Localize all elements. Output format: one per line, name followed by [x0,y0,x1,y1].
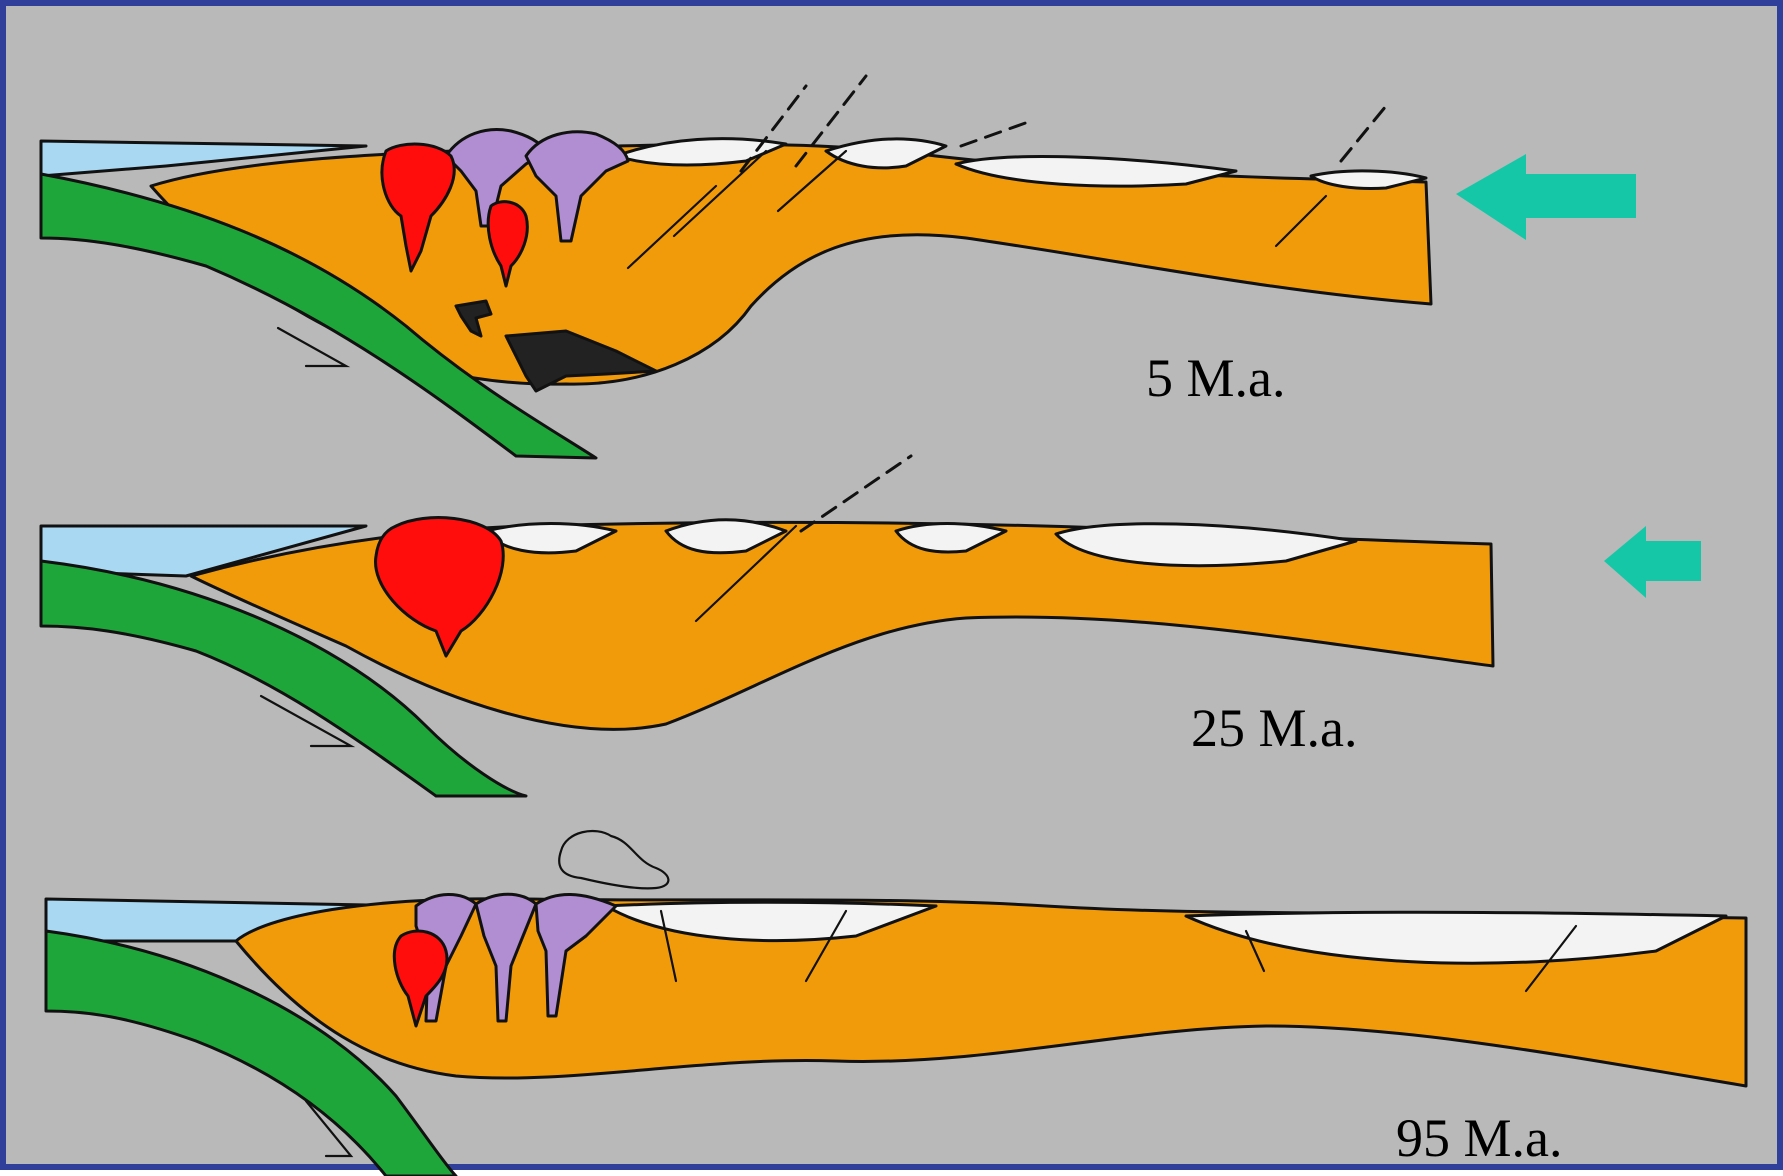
age-label-middle: 25 M.a. [1191,698,1357,758]
dashed-fault-top-3 [961,121,1031,146]
large-left-arrow [1456,154,1636,240]
panel-25-ma: 25 M.a. [41,456,1701,796]
eruption-cloud [559,831,668,888]
age-label-bottom: 95 M.a. [1396,1108,1562,1168]
panel-5-ma: 5 M.a. [41,76,1636,458]
tectonic-evolution-diagram: .outline { stroke: #111; stroke-width: 3… [6,6,1783,1176]
age-label-top: 5 M.a. [1146,348,1285,408]
dashed-fault-top-4 [1341,106,1386,161]
subduction-arrow-top [278,328,346,366]
small-left-arrow [1604,526,1701,598]
dashed-fault-middle-1 [801,456,911,531]
panel-95-ma: 95 M.a. [46,831,1746,1176]
